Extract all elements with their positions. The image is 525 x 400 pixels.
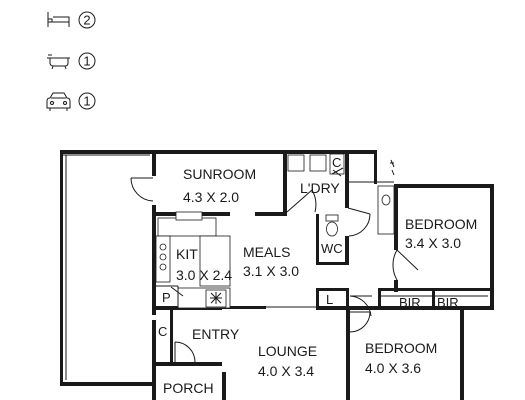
lounge-dims: 4.0 X 3.4 [258,363,314,379]
bedroom-2-dims: 4.0 X 3.6 [365,360,421,376]
bed-count-badge [78,11,96,29]
kitchen-label: KIT [176,246,198,262]
wc-label: WC [321,241,343,256]
car-count: 1 [83,94,90,109]
bir-1-label: BIR [399,295,421,310]
bath-icon [47,54,70,70]
bed-count: 2 [83,13,90,28]
bed-icon [47,12,70,27]
car-count-badge [78,92,96,110]
linen-label: L [326,292,333,307]
pantry-label: P [162,290,171,305]
bath-count-badge [78,52,96,70]
kitchen-dims: 3.0 X 2.4 [176,267,232,283]
bedroom-1-dims: 3.4 X 3.0 [405,235,461,251]
coat-cupboard-top-label: C [332,155,341,170]
porch-label: PORCH [163,380,214,396]
walls [60,150,494,400]
sunroom-label: SUNROOM [183,166,256,182]
entry-label: ENTRY [192,326,240,342]
room-labels: SUNROOM 4.3 X 2.0 L'DRY C BEDROOM 3.4 X … [158,155,477,396]
bir-2-label: BIR [437,295,459,310]
sunroom-dims: 4.3 X 2.0 [183,189,239,205]
meals-dims: 3.1 X 3.0 [243,263,299,279]
details [63,153,488,380]
feature-cars: 1 [46,92,96,111]
bedroom-2-label: BEDROOM [365,340,437,356]
feature-baths: 1 [47,52,96,70]
lounge-label: LOUNGE [258,343,317,359]
bath-count: 1 [83,54,90,69]
coat-cupboard-entry-label: C [158,324,167,339]
feature-beds: 2 [47,11,96,29]
laundry-label: L'DRY [300,180,340,196]
bedroom-1-label: BEDROOM [405,216,477,232]
meals-label: MEALS [243,244,290,260]
car-icon [46,92,71,111]
